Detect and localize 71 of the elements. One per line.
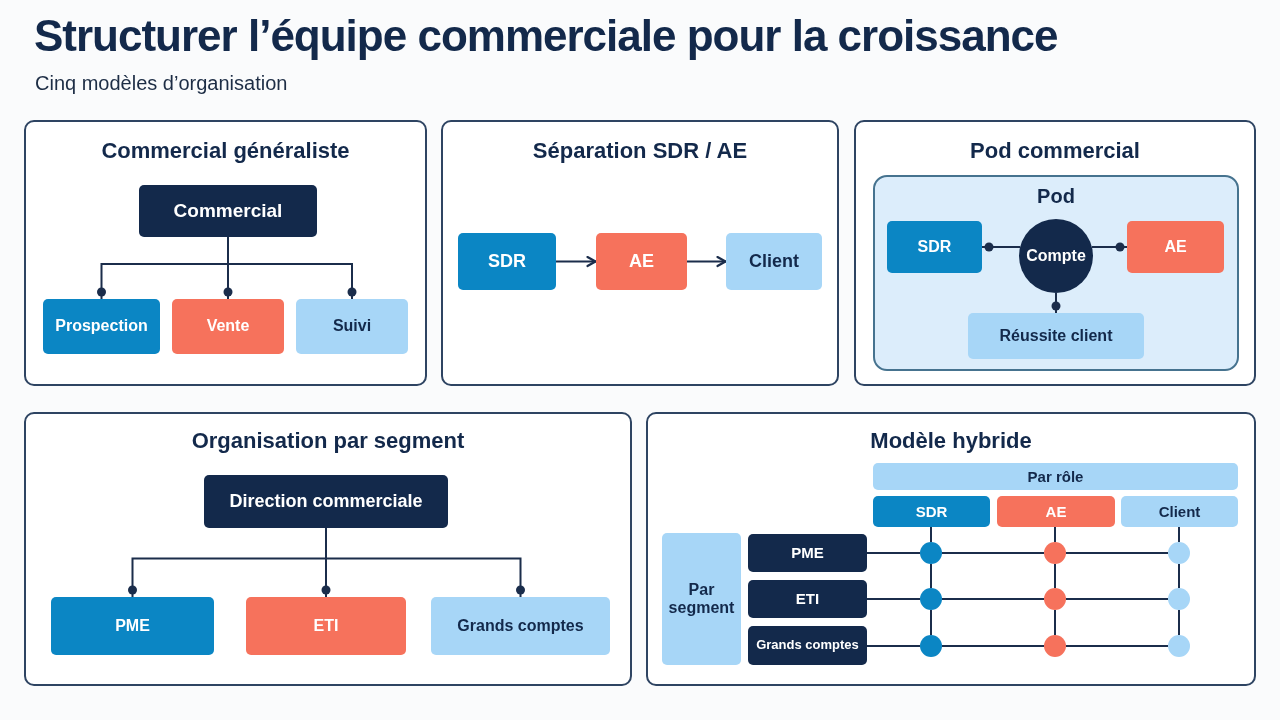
grid-line — [1178, 563, 1180, 589]
grid-line — [1054, 563, 1056, 589]
subtitle: Cinq modèles d’organisation — [35, 72, 288, 95]
column-header: Client — [1121, 496, 1238, 527]
matrix-dot — [1044, 588, 1066, 610]
connector-line — [981, 242, 1022, 252]
column-header: AE — [997, 496, 1115, 527]
grid-line — [941, 645, 1045, 647]
matrix-dot — [1168, 588, 1190, 610]
connector-line — [325, 527, 525, 598]
row-header: ETI — [748, 580, 867, 618]
axis-header: Par rôle — [873, 463, 1238, 490]
segment-box: PME — [51, 597, 214, 655]
grid-line — [930, 609, 932, 636]
activity-box: Vente — [172, 299, 284, 354]
model-panel — [24, 120, 427, 386]
matrix-dot — [1044, 635, 1066, 657]
stage-box: AE — [596, 233, 687, 290]
grid-line — [1065, 552, 1169, 554]
matrix-dot — [1168, 635, 1190, 657]
activity-box: Prospection — [43, 299, 160, 354]
pod-container — [873, 175, 1239, 371]
matrix-dot — [920, 542, 942, 564]
model-panel — [646, 412, 1256, 686]
panel-heading: Séparation SDR / AE — [531, 138, 749, 164]
pod-label: Pod — [1036, 184, 1076, 209]
stage-box: SDR — [458, 233, 556, 290]
row-header: Grands comptes — [748, 626, 867, 665]
connector-line — [1090, 242, 1128, 252]
arrow — [686, 255, 727, 268]
segment-box: ETI — [246, 597, 406, 655]
panel-heading: Organisation par segment — [190, 428, 466, 454]
model-panel — [441, 120, 839, 386]
grid-line — [941, 552, 1045, 554]
grid-line — [941, 598, 1045, 600]
grid-line — [866, 645, 921, 647]
segment-box: Grands comptes — [431, 597, 610, 655]
grid-line — [866, 598, 921, 600]
column-header: SDR — [873, 496, 990, 527]
grid-line — [930, 526, 932, 543]
diagram-title: Structurer l’équipe commerciale pour la croissance — [34, 12, 1058, 61]
panel-heading: Pod commercial — [969, 138, 1141, 164]
matrix-dot — [1044, 542, 1066, 564]
grid-line — [1054, 526, 1056, 543]
model-panel — [24, 412, 632, 686]
axis-header: Par segment — [662, 533, 741, 665]
grid-line — [1178, 526, 1180, 543]
role-box: Réussite client — [968, 313, 1144, 359]
role-box: Direction commerciale — [204, 475, 448, 528]
role-box: AE — [1127, 221, 1224, 273]
row-header: PME — [748, 534, 867, 572]
grid-line — [866, 552, 921, 554]
grid-line — [1065, 598, 1169, 600]
grid-line — [1065, 645, 1169, 647]
connector-line — [227, 236, 357, 300]
matrix-dot — [920, 588, 942, 610]
connector-line — [1051, 292, 1061, 314]
model-panel — [854, 120, 1256, 386]
matrix-dot — [1168, 542, 1190, 564]
grid-line — [1054, 609, 1056, 636]
arrow — [555, 255, 597, 268]
grid-line — [930, 563, 932, 589]
panel-heading: Commercial généraliste — [100, 138, 351, 164]
account-circle: Compte — [1019, 219, 1093, 293]
stage-box: Client — [726, 233, 822, 290]
role-box: SDR — [887, 221, 982, 273]
panel-heading: Modèle hybride — [869, 428, 1033, 454]
activity-box: Suivi — [296, 299, 408, 354]
role-box: Commercial — [139, 185, 317, 237]
matrix-dot — [920, 635, 942, 657]
grid-line — [1178, 609, 1180, 636]
